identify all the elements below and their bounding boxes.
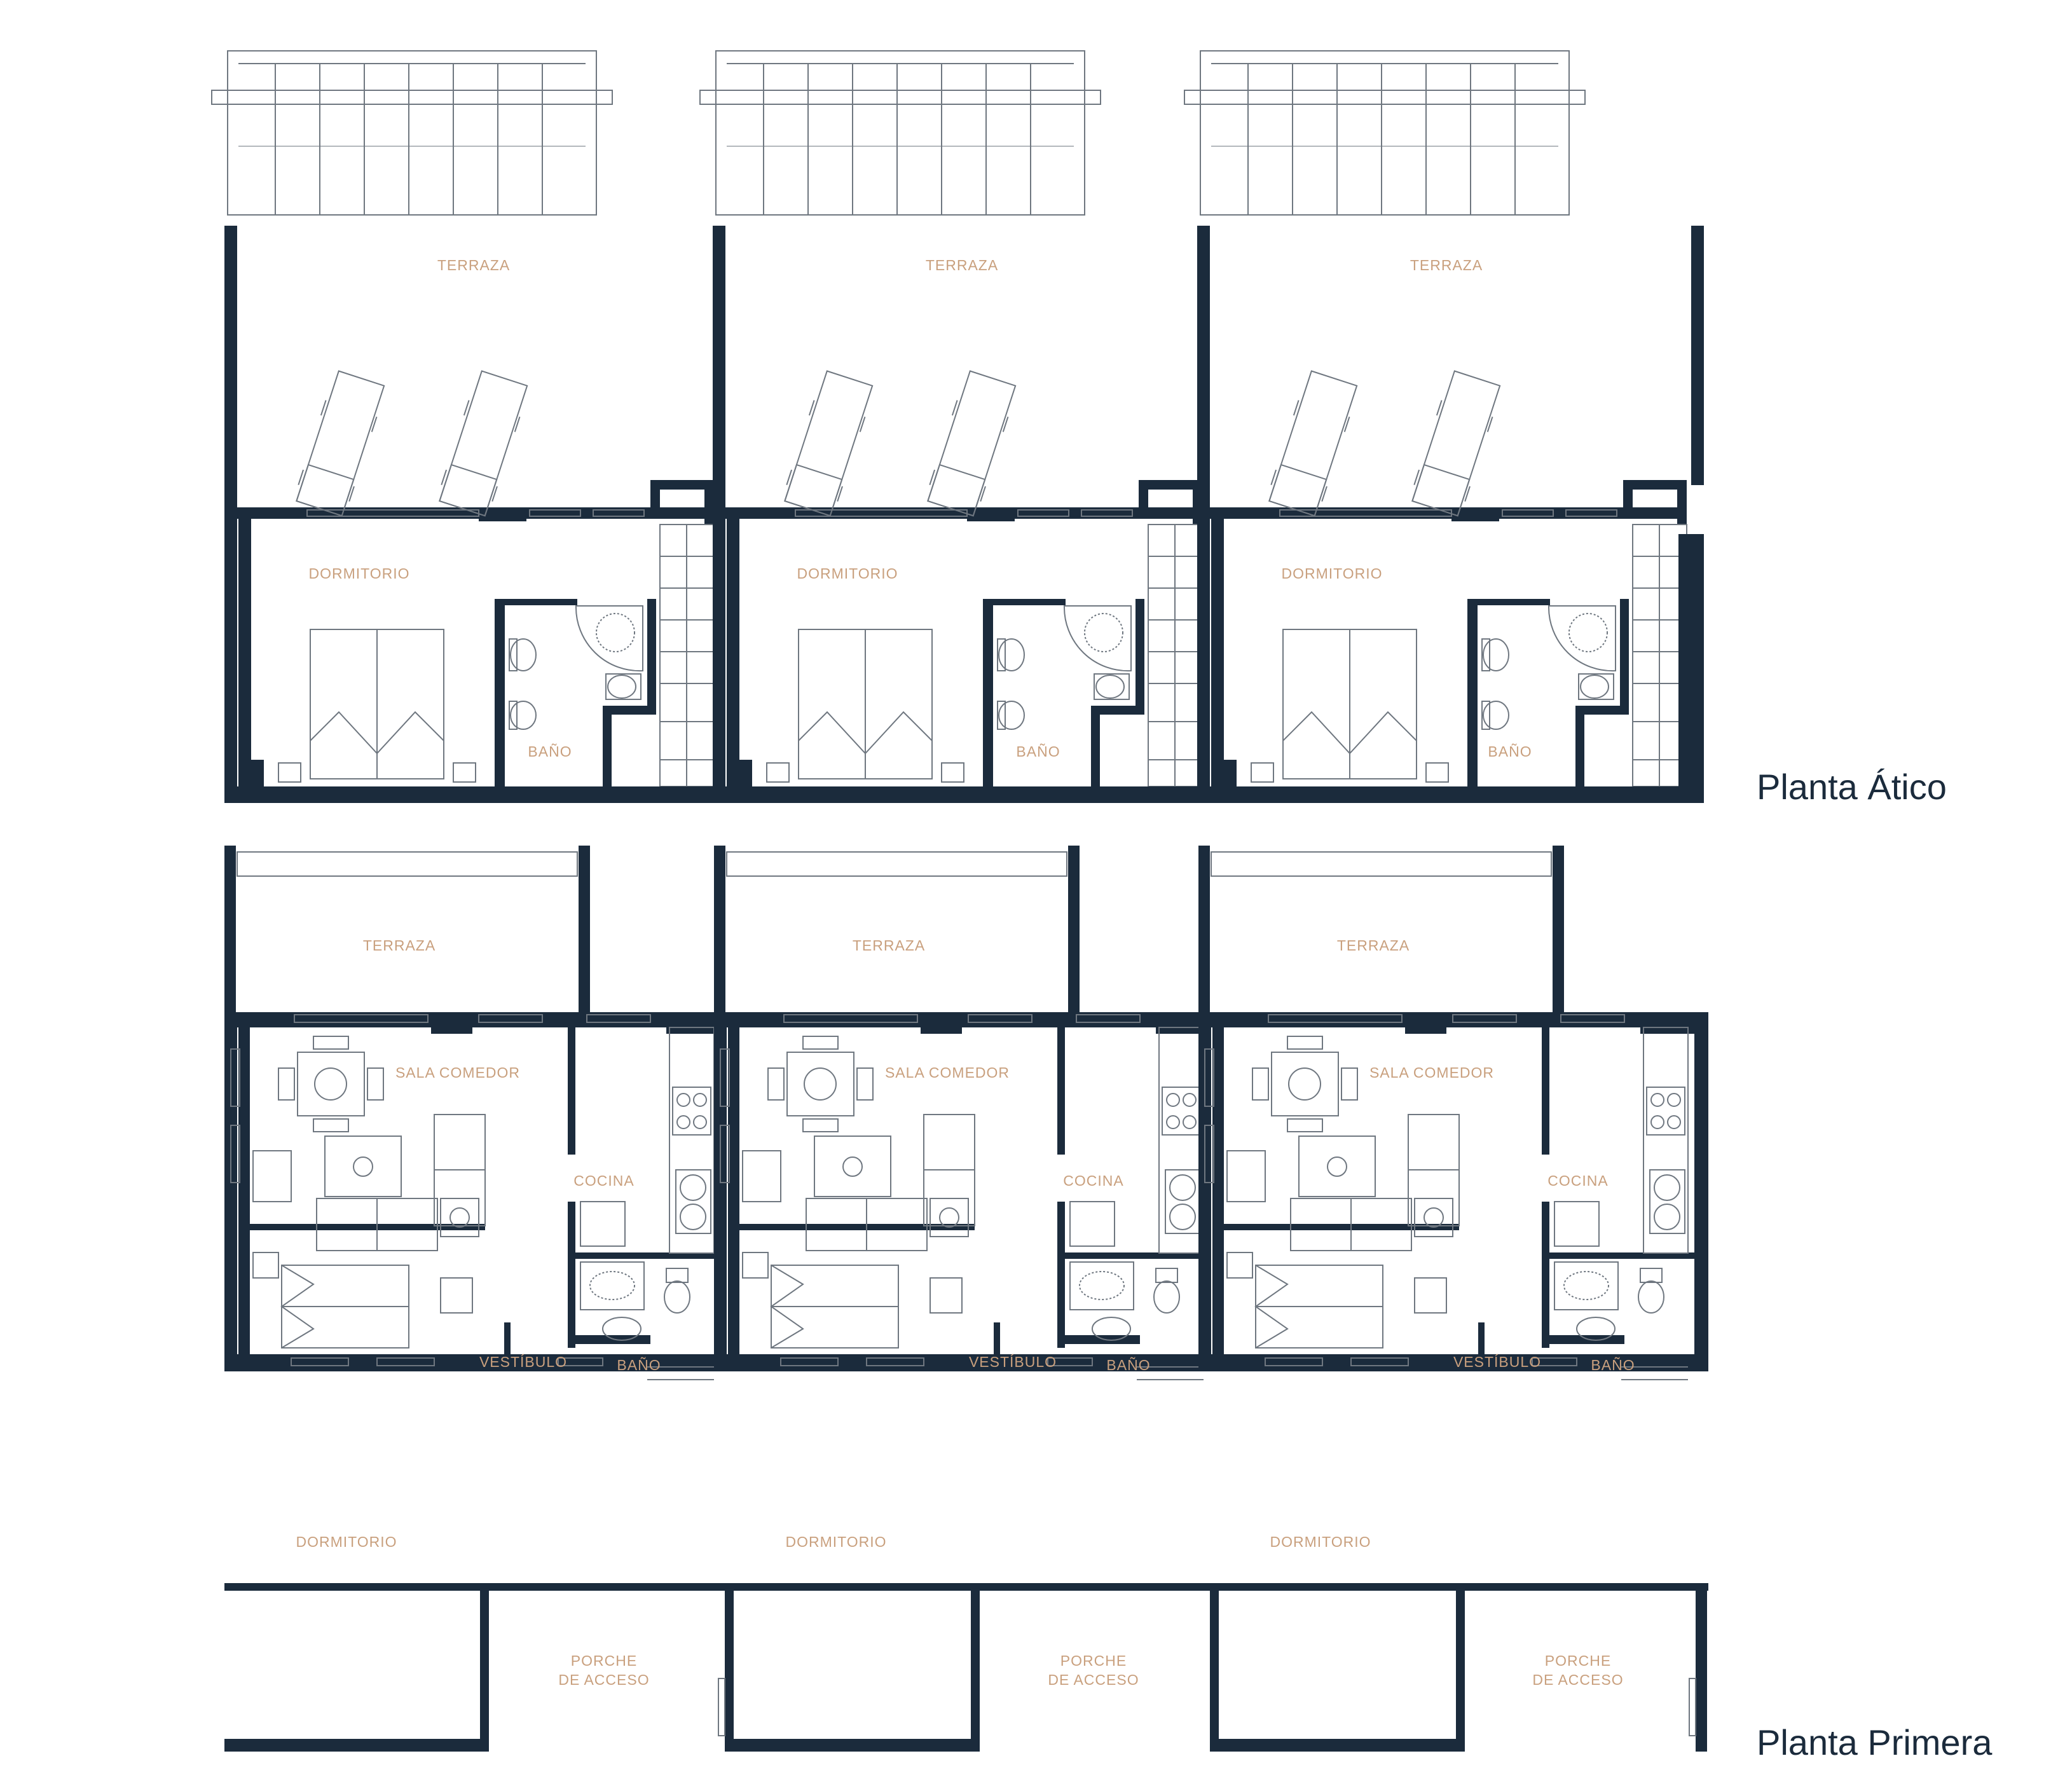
- bano-label: BAÑO: [1488, 743, 1532, 760]
- cocina-label: COCINA: [1063, 1172, 1123, 1189]
- primera-unit-3: [1198, 845, 1695, 1380]
- vestibulo-label: VESTÍBULO: [1453, 1354, 1541, 1370]
- porche-label: DE ACCESO: [1532, 1671, 1623, 1688]
- terraza-label: TERRAZA: [853, 937, 925, 954]
- atico-unit-2: [699, 50, 1209, 804]
- dormitorio-label: DORMITORIO: [296, 1534, 397, 1550]
- atico-unit-1: [211, 50, 721, 804]
- porche-label: PORCHE: [1060, 1652, 1127, 1669]
- vestibulo-label: VESTÍBULO: [479, 1354, 567, 1370]
- vestibulo-label: VESTÍBULO: [969, 1354, 1057, 1370]
- primera-floor: TERRAZA TERRAZA TERRAZA SALA COMEDOR SAL…: [224, 845, 1993, 1762]
- terraza-label: TERRAZA: [1337, 937, 1410, 954]
- sala-comedor-label: SALA COMEDOR: [1369, 1064, 1494, 1081]
- dormitorio-label: DORMITORIO: [1281, 565, 1382, 582]
- primera-unit-2: [713, 845, 1211, 1380]
- porche-label: PORCHE: [1545, 1652, 1611, 1669]
- floor-title-primera: Planta Primera: [1757, 1722, 1993, 1762]
- terraza-label: TERRAZA: [926, 257, 998, 273]
- porche-label: DE ACCESO: [1048, 1671, 1139, 1688]
- floor-title-atico: Planta Ático: [1757, 767, 1947, 807]
- cocina-label: COCINA: [573, 1172, 634, 1189]
- atico-unit-3: [1184, 50, 1694, 804]
- porche-label: PORCHE: [571, 1652, 637, 1669]
- dormitorio-label: DORMITORIO: [785, 1534, 886, 1550]
- dormitorio-label: DORMITORIO: [797, 565, 898, 582]
- sala-comedor-label: SALA COMEDOR: [395, 1064, 520, 1081]
- bano-label: BAÑO: [1016, 743, 1060, 760]
- porche-label: DE ACCESO: [558, 1671, 649, 1688]
- dormitorio-label: DORMITORIO: [308, 565, 409, 582]
- primera-unit-1: [224, 845, 721, 1380]
- cocina-label: COCINA: [1547, 1172, 1608, 1189]
- sala-comedor-label: SALA COMEDOR: [885, 1064, 1010, 1081]
- terraza-label: TERRAZA: [1410, 257, 1483, 273]
- porche-walls: [224, 1589, 1707, 1752]
- terraza-label: TERRAZA: [437, 257, 510, 273]
- bano-label: BAÑO: [1106, 1357, 1150, 1373]
- bano-label: BAÑO: [1591, 1357, 1635, 1373]
- bano-label: BAÑO: [617, 1357, 661, 1373]
- bano-label: BAÑO: [528, 743, 572, 760]
- terraza-label: TERRAZA: [363, 937, 436, 954]
- dormitorio-label: DORMITORIO: [1270, 1534, 1371, 1550]
- atico-floor: TERRAZA TERRAZA TERRAZA DORMITORIO DORMI…: [211, 50, 1947, 807]
